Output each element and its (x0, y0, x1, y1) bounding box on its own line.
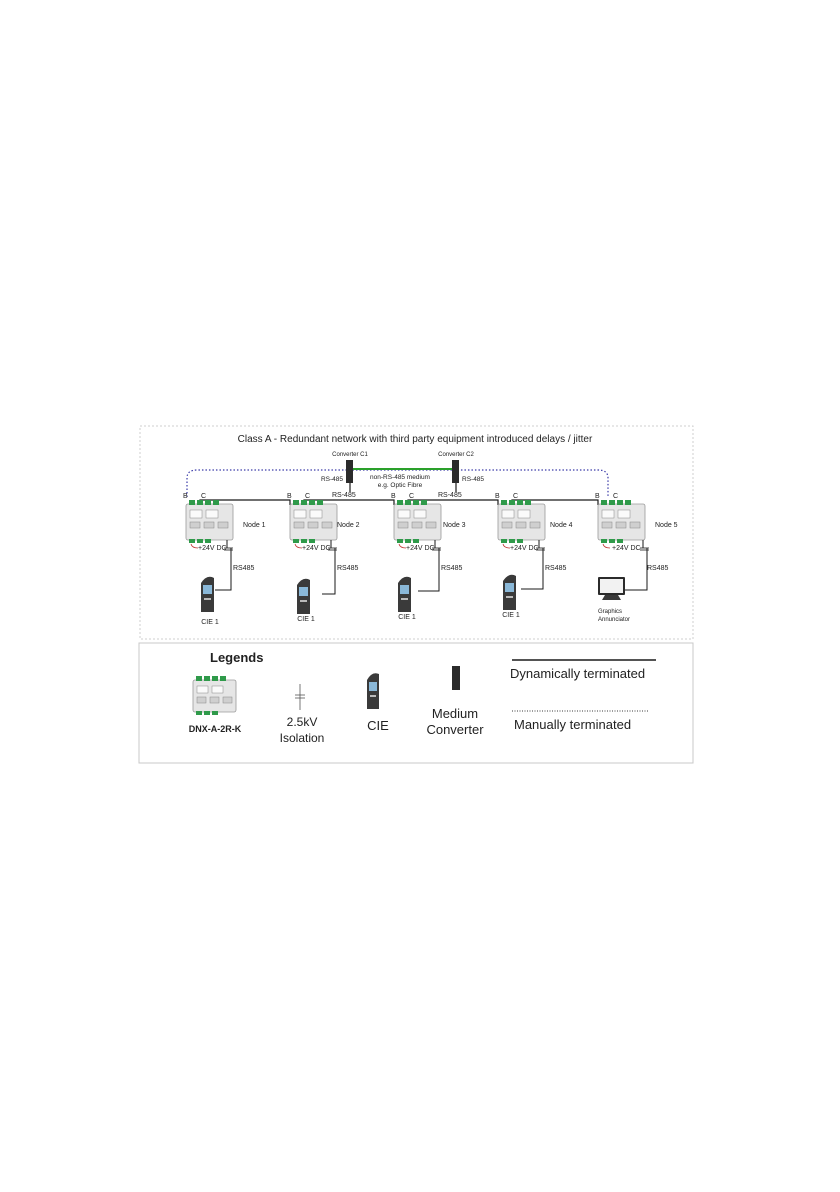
legend-dynamic-label: Dynamically terminated (510, 666, 645, 681)
terminal-b-label: B (287, 493, 292, 500)
device-label: CIE 1 (297, 616, 315, 623)
legend-cie-label: CIE (367, 718, 389, 733)
legend-isolation-line2: Isolation (280, 731, 325, 745)
cie-panel (201, 576, 214, 612)
device-label: CIE 1 (201, 619, 219, 626)
diagram-title: Class A - Redundant network with third p… (238, 434, 593, 445)
manual-termination-link (186, 469, 609, 497)
power-label: +24V DC (198, 545, 227, 552)
power-label: +24V DC (406, 545, 435, 552)
legend-module (192, 676, 237, 715)
rs485-link-label: RS485 (647, 565, 669, 572)
legend-converter-line1: Medium (432, 706, 478, 721)
node-1: B C +24V DC Node 1 RS485 CIE 1 (183, 493, 266, 626)
power-label: +24V DC (612, 545, 641, 552)
converter-c2 (452, 460, 459, 483)
legend-isolation-line1: 2.5kV (287, 715, 318, 729)
node-label: Node 1 (243, 522, 266, 529)
device-label: CIE 1 (502, 612, 520, 619)
device-label-line2: Annunciator (598, 617, 630, 623)
device-label-line1: Graphics (598, 609, 622, 615)
cie-panel (398, 576, 411, 612)
medium-note-line2: e.g. Optic Fibre (378, 482, 423, 489)
legend-module-label: DNX-A-2R-K (189, 724, 242, 734)
legend-manual-label: Manually terminated (514, 717, 631, 732)
legend-converter-line2: Converter (426, 722, 484, 737)
node-4: B C +24V DC Node 4 RS485 CIE 1 (495, 493, 573, 619)
converter-c1-label: Converter C1 (332, 452, 368, 458)
terminal-b-label: B (495, 493, 500, 500)
node-2: B C +24V DC Node 2 RS485 CIE 1 (287, 493, 360, 623)
legend-title: Legends (210, 650, 263, 665)
monitor-icon (598, 577, 625, 600)
terminal-c-label: C (513, 493, 518, 500)
cie-icon (367, 673, 379, 709)
converter-c1 (346, 460, 353, 483)
node-3: B C +24V DC Node 3 RS485 CIE 1 (391, 493, 466, 621)
terminal-c-label: C (409, 493, 414, 500)
converter-c2-label: Converter C2 (438, 452, 474, 458)
power-label: +24V DC (510, 545, 539, 552)
medium-note-line1: non-RS-485 medium (370, 474, 430, 481)
node-5: B C +24V DC Node 5 RS485 Graphics Annunc… (595, 493, 678, 623)
node-label: Node 2 (337, 522, 360, 529)
terminal-c-label: C (305, 493, 310, 500)
rs485-link-label: RS485 (545, 565, 567, 572)
cie-panel (297, 578, 310, 614)
node-label: Node 3 (443, 522, 466, 529)
rs485-link-label: RS485 (337, 565, 359, 572)
terminal-c-label: C (613, 493, 618, 500)
rs485-link-label: RS485 (441, 565, 463, 572)
converter-icon (452, 666, 460, 690)
terminal-c-label: C (201, 493, 206, 500)
isolation-icon (295, 684, 305, 710)
rs485-link-label: RS485 (233, 565, 255, 572)
terminal-b-label: B (391, 493, 396, 500)
converter-c2-port: RS-485 (462, 476, 484, 483)
bus-label-1: RS-485 (332, 492, 356, 499)
terminal-b-label: B (183, 493, 188, 500)
terminal-b-label: B (595, 493, 600, 500)
converter-c1-port: RS-485 (321, 476, 343, 483)
node-label: Node 4 (550, 522, 573, 529)
cie-panel (503, 574, 516, 610)
device-label: CIE 1 (398, 614, 416, 621)
node-label: Node 5 (655, 522, 678, 529)
power-label: +24V DC (302, 545, 331, 552)
bus-label-2: RS-485 (438, 492, 462, 499)
